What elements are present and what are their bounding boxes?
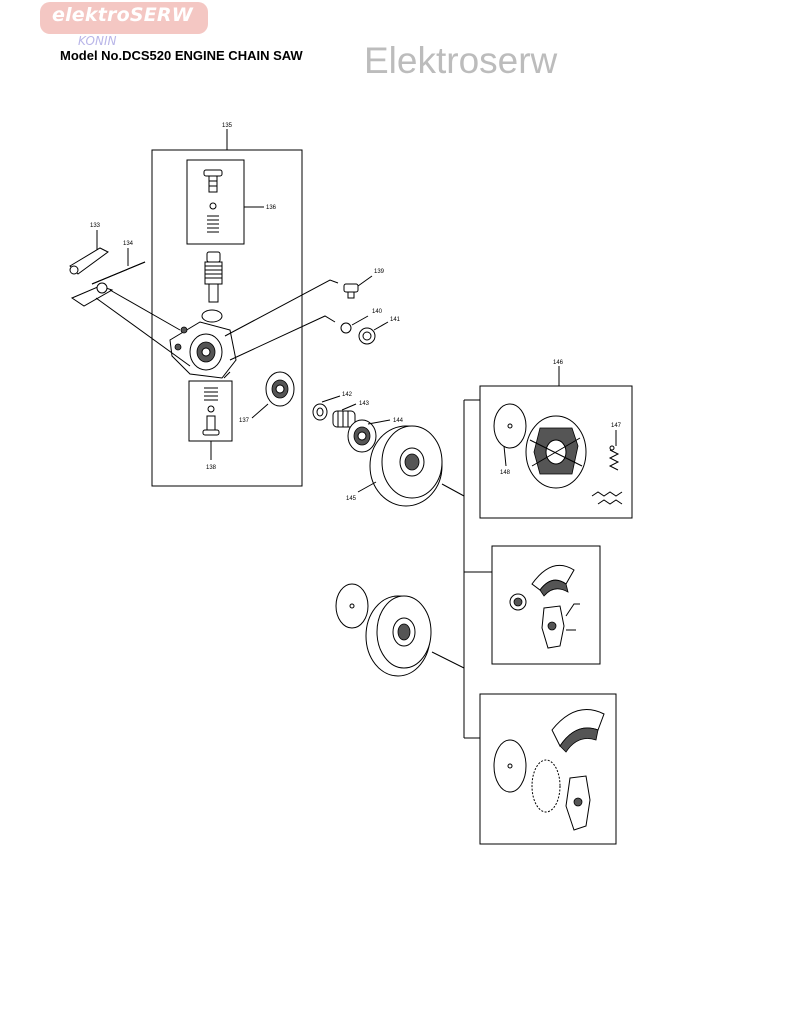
part-label-147: 147 <box>611 423 622 429</box>
part-label-139: 139 <box>374 269 385 275</box>
lower-clutch-drum <box>335 583 432 677</box>
pump-worm-shaft <box>204 251 223 303</box>
variant-box-3 <box>479 693 617 845</box>
logo-subtext: KONIN <box>78 34 117 48</box>
part-label-142: 142 <box>342 392 353 398</box>
clutch-shoes-part <box>525 415 587 489</box>
part-label-145: 145 <box>346 496 357 502</box>
part-label-133: 133 <box>90 223 101 229</box>
part-148-plate <box>493 403 527 449</box>
model-title: Model No.DCS520 ENGINE CHAIN SAW <box>60 48 303 63</box>
part-137-cover <box>265 371 295 407</box>
part-label-146: 146 <box>553 360 564 366</box>
part-145-clutch-drum <box>369 425 443 507</box>
logo-badge <box>40 2 208 34</box>
logo-text: elektroSERW <box>52 4 193 26</box>
watermark: Elektroserw <box>364 40 558 81</box>
assembly-box-146 <box>479 385 633 519</box>
valve-spring-part <box>202 387 220 436</box>
part-label-140: 140 <box>372 309 383 315</box>
part-label-137: 137 <box>239 418 250 424</box>
part-143-bearing <box>332 410 356 428</box>
part-label-148: 148 <box>500 470 511 476</box>
clutch-springs-part <box>591 491 623 505</box>
part-label-134: 134 <box>123 241 134 247</box>
part-139-bolt <box>343 283 359 299</box>
part-140-oring <box>340 322 352 334</box>
variant-box-2 <box>491 545 601 665</box>
part-147-spring <box>608 445 620 471</box>
variant-3-parts <box>493 709 605 831</box>
variant-2-parts <box>509 564 580 649</box>
part-label-138: 138 <box>206 465 217 471</box>
part-144-rim-sprocket <box>347 419 377 453</box>
adjust-screw-part <box>203 169 223 233</box>
assembly-box-135 <box>151 149 303 487</box>
oil-pump-body <box>169 309 237 379</box>
part-label-144: 144 <box>393 418 404 424</box>
part-label-141: 141 <box>390 317 401 323</box>
part-label-136: 136 <box>266 205 277 211</box>
part-label-143: 143 <box>359 401 370 407</box>
part-label-135: 135 <box>222 123 233 129</box>
assembly-box-136 <box>186 159 245 245</box>
part-134-rod <box>91 261 146 285</box>
part-133-lever <box>69 247 114 307</box>
